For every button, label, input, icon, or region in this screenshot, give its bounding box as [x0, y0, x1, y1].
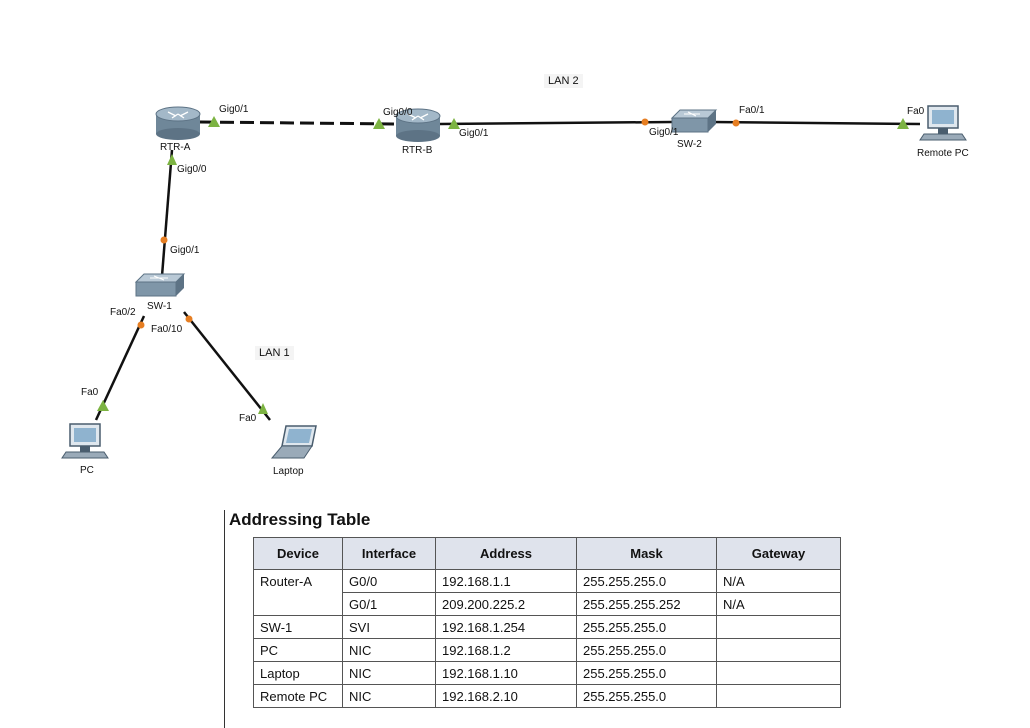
- table-row: G0/1 209.200.225.2 255.255.255.252 N/A: [254, 592, 841, 616]
- laptop-icon[interactable]: [270, 425, 317, 459]
- port-label: Gig0/1: [459, 128, 489, 139]
- column-header: Address: [435, 537, 577, 570]
- link-status-pending-icon: [185, 315, 193, 323]
- table-cell: N/A: [716, 569, 841, 593]
- link-status-pending-icon: [137, 321, 145, 329]
- port-label: Fa0/1: [739, 105, 765, 116]
- desktop-pc-icon[interactable]: [919, 105, 967, 141]
- table-cell: Laptop: [253, 661, 343, 685]
- table-cell: 255.255.255.0: [576, 684, 717, 708]
- switch-icon[interactable]: [134, 273, 186, 297]
- table-cell: 255.255.255.0: [576, 615, 717, 639]
- link-status-pending-icon: [732, 119, 740, 127]
- table-cell: N/A: [716, 592, 841, 616]
- link-rtra-sw1[interactable]: [160, 149, 174, 277]
- table-cell: SVI: [342, 615, 436, 639]
- table-cell: PC: [253, 638, 343, 662]
- table-cell: Remote PC: [253, 684, 343, 708]
- table-cell: G0/0: [342, 569, 436, 593]
- link-sw1-laptop[interactable]: [183, 311, 271, 421]
- table-cell: G0/1: [342, 592, 436, 616]
- port-label: Gig0/1: [170, 245, 200, 256]
- table-cell: 255.255.255.0: [576, 661, 717, 685]
- table-header-row: Device Interface Address Mask Gateway: [253, 537, 841, 570]
- router-icon[interactable]: [155, 106, 201, 140]
- table-cell: 192.168.2.10: [435, 684, 577, 708]
- port-label: Fa0/2: [110, 307, 136, 318]
- table-cell: [716, 615, 841, 639]
- table-cell: Router-A: [253, 569, 343, 616]
- table-row: PC NIC 192.168.1.2 255.255.255.0: [253, 638, 841, 662]
- lan-label: LAN 2: [544, 74, 583, 88]
- link-status-pending-icon: [160, 236, 168, 244]
- table-cell: NIC: [342, 684, 436, 708]
- table-cell: 255.255.255.0: [576, 569, 717, 593]
- device-label-pc: PC: [80, 465, 94, 476]
- table-row: Remote PC NIC 192.168.2.10 255.255.255.0: [253, 684, 841, 708]
- column-header: Mask: [576, 537, 717, 570]
- port-label: Fa0: [907, 106, 925, 117]
- link-rtra-rtrb[interactable]: [199, 120, 399, 126]
- link-status-up-icon: [258, 403, 268, 414]
- port-label: Fa0: [239, 413, 257, 424]
- table-cell: 192.168.1.10: [435, 661, 577, 685]
- desktop-pc-icon[interactable]: [61, 423, 109, 459]
- table-cell: NIC: [342, 661, 436, 685]
- port-label: Fa0/10: [151, 324, 183, 335]
- table-cell: 255.255.255.252: [576, 592, 717, 616]
- lan-label: LAN 1: [255, 346, 294, 360]
- table-cell: NIC: [342, 638, 436, 662]
- table-cell: 255.255.255.0: [576, 638, 717, 662]
- port-label: Gig0/1: [649, 127, 679, 138]
- table-cell: [716, 638, 841, 662]
- column-header: Interface: [342, 537, 436, 570]
- table-cell: 192.168.1.254: [435, 615, 577, 639]
- table-row: Router-A G0/0 192.168.1.1 255.255.255.0 …: [253, 569, 841, 616]
- table-cell: 209.200.225.2: [435, 592, 577, 616]
- table-cell: [716, 661, 841, 685]
- link-status-up-icon: [167, 154, 177, 165]
- device-label-laptop: Laptop: [273, 466, 304, 477]
- link-status-pending-icon: [641, 118, 649, 126]
- port-label: Fa0: [81, 387, 99, 398]
- table-cell: SW-1: [253, 615, 343, 639]
- table-title: Addressing Table: [229, 510, 371, 529]
- link-rtrb-sw2[interactable]: [439, 120, 673, 126]
- port-label: Gig0/0: [177, 164, 207, 175]
- link-status-up-icon: [448, 118, 460, 129]
- link-status-up-icon: [97, 400, 109, 411]
- network-topology-canvas: [61, 105, 967, 459]
- table-cell: [716, 684, 841, 708]
- link-status-up-icon: [208, 116, 220, 127]
- link-status-up-icon: [897, 118, 909, 129]
- table-row: Laptop NIC 192.168.1.10 255.255.255.0: [253, 661, 841, 685]
- table-row: SW-1 SVI 192.168.1.254 255.255.255.0: [253, 615, 841, 639]
- table-cell: 192.168.1.1: [435, 569, 577, 593]
- device-label-sw-1: SW-1: [147, 301, 172, 312]
- router-icon[interactable]: [395, 108, 441, 142]
- port-label: Gig0/1: [219, 104, 249, 115]
- link-status-up-icon: [373, 118, 385, 129]
- device-label-rtr-b: RTR-B: [402, 145, 433, 156]
- addressing-table-section: Addressing Table Device Interface Addres…: [224, 510, 865, 728]
- switch-icon[interactable]: [670, 109, 718, 133]
- port-label: Gig0/0: [383, 107, 413, 118]
- link-sw2-remotepc[interactable]: [711, 120, 921, 126]
- device-label-remote-pc: Remote PC: [917, 148, 969, 159]
- device-label-rtr-a: RTR-A: [160, 142, 191, 153]
- column-header: Gateway: [716, 537, 841, 570]
- device-label-sw-2: SW-2: [677, 139, 702, 150]
- addressing-table: Device Interface Address Mask Gateway Ro…: [253, 537, 841, 708]
- column-header: Device: [253, 537, 343, 570]
- table-cell: 192.168.1.2: [435, 638, 577, 662]
